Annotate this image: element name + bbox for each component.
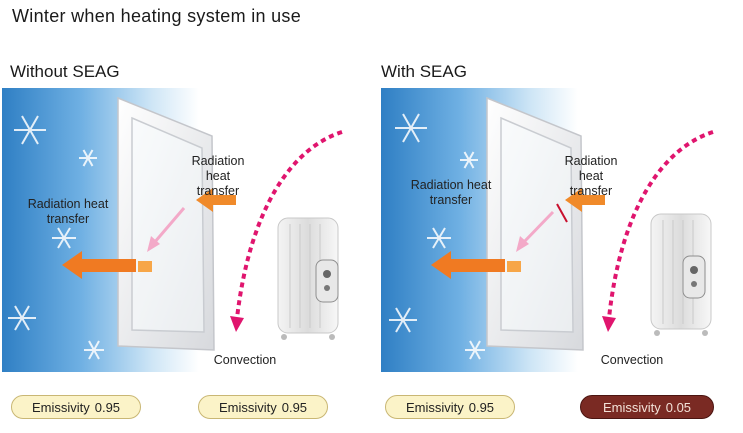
radiation-arrow-outer (62, 251, 136, 279)
convection-arrow (602, 130, 714, 332)
label-radiation-inner: Radiation heat transfer (564, 154, 618, 198)
label-convection: Convection (213, 353, 277, 367)
radiator-icon (650, 213, 712, 336)
snowflakes (8, 115, 104, 360)
low-e-coating-mark (556, 203, 568, 223)
label-radiation-inner: Radiation heat transfer (191, 154, 245, 198)
window-frame (486, 96, 584, 351)
radiation-arrow-stub (138, 261, 152, 272)
snowflakes (389, 113, 485, 360)
label-radiation-outer: Radiation heat transfer (410, 178, 492, 207)
diagram-without-seag: Radiation heat transfer Radiation heat t… (2, 88, 360, 372)
reflected-radiation-arrow (516, 210, 555, 252)
diagram-with-seag: Radiation heat transfer Radiation heat t… (381, 88, 739, 372)
panel-heading-with: With SEAG (381, 62, 467, 81)
label-convection: Convection (600, 353, 664, 367)
page-title: Winter when heating system in use (12, 6, 302, 26)
radiation-arrow-outer (431, 251, 505, 279)
window-frame (117, 96, 215, 351)
radiation-arrow-inner (565, 188, 605, 212)
radiator-icon (277, 217, 339, 340)
label-radiation-outer: Radiation heat transfer (27, 197, 109, 226)
convection-arrow (230, 130, 343, 332)
panel-heading-without: Without SEAG (10, 62, 120, 81)
reflected-radiation-arrow (147, 207, 186, 252)
radiation-arrow-stub (507, 261, 521, 272)
radiation-arrow-inner (196, 188, 236, 212)
diagram-svg-with (381, 88, 739, 372)
diagram-svg-without (2, 88, 360, 372)
